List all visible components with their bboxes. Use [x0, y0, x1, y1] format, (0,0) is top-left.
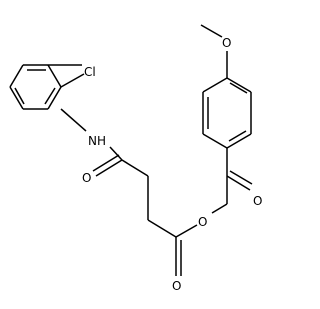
- bond: [200, 24, 223, 38]
- bond: [60, 73, 85, 88]
- ester-carbonyl-oxygen-label: O: [172, 279, 181, 293]
- bond: [226, 77, 252, 93]
- double-bond: [14, 87, 25, 105]
- ester-oxygen-label: O: [198, 215, 207, 229]
- bond: [9, 64, 24, 88]
- double-bond: [228, 130, 247, 142]
- amide-oxygen-label: O: [82, 171, 91, 185]
- bond: [226, 133, 252, 149]
- double-bond: [44, 87, 56, 105]
- bond: [121, 159, 149, 177]
- bond: [202, 133, 228, 149]
- bond: [211, 203, 228, 214]
- bond: [47, 64, 62, 88]
- bond: [175, 224, 198, 238]
- methoxy-oxygen-label: O: [222, 36, 231, 50]
- double-bond: [229, 82, 248, 94]
- bond: [202, 77, 228, 93]
- bond: [95, 159, 123, 177]
- structure-diagram: Cl NH O O O O O: [9, 24, 262, 293]
- bond: [226, 175, 251, 191]
- double-bond: [92, 154, 120, 172]
- bond: [109, 146, 123, 161]
- ketone-oxygen-label: O: [253, 194, 262, 208]
- chlorophenyl-ring: [9, 64, 62, 110]
- bond: [9, 86, 24, 110]
- bond: [147, 219, 177, 238]
- chlorine-label: Cl: [84, 65, 96, 79]
- bond: [47, 86, 62, 110]
- nh-label: NH: [88, 134, 106, 148]
- double-bond: [229, 170, 253, 185]
- methoxyphenyl-ring: [202, 77, 252, 176]
- bond: [60, 108, 87, 132]
